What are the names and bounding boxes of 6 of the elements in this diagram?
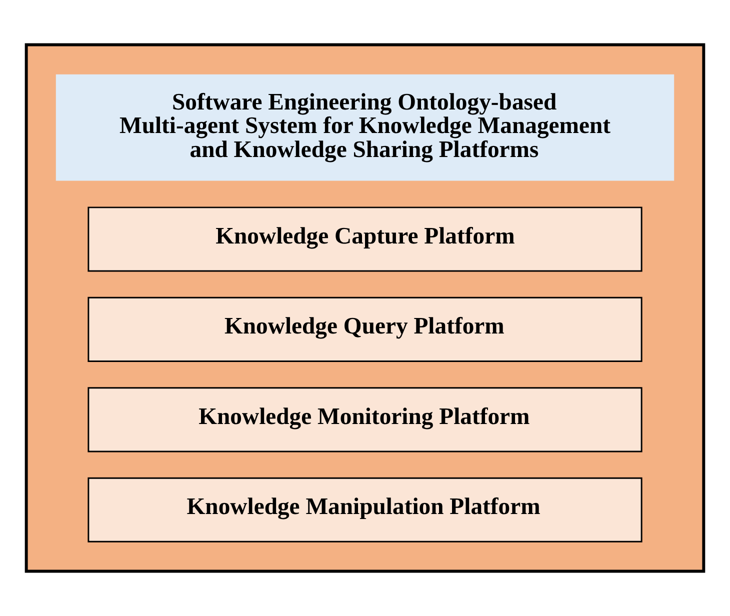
cluster <box>24 43 706 573</box>
node-box: Software Engineering Ontology-based Multi-agent System for Knowledge Management and Knowledge Sharing Platforms <box>56 74 674 181</box>
node-box: Knowledge Monitoring Platform <box>88 387 642 452</box>
node-box: Knowledge Manipulation Platform <box>88 477 642 542</box>
node-box: Knowledge Query Platform <box>88 296 642 362</box>
node-box: Knowledge Capture Platform <box>88 206 642 272</box>
